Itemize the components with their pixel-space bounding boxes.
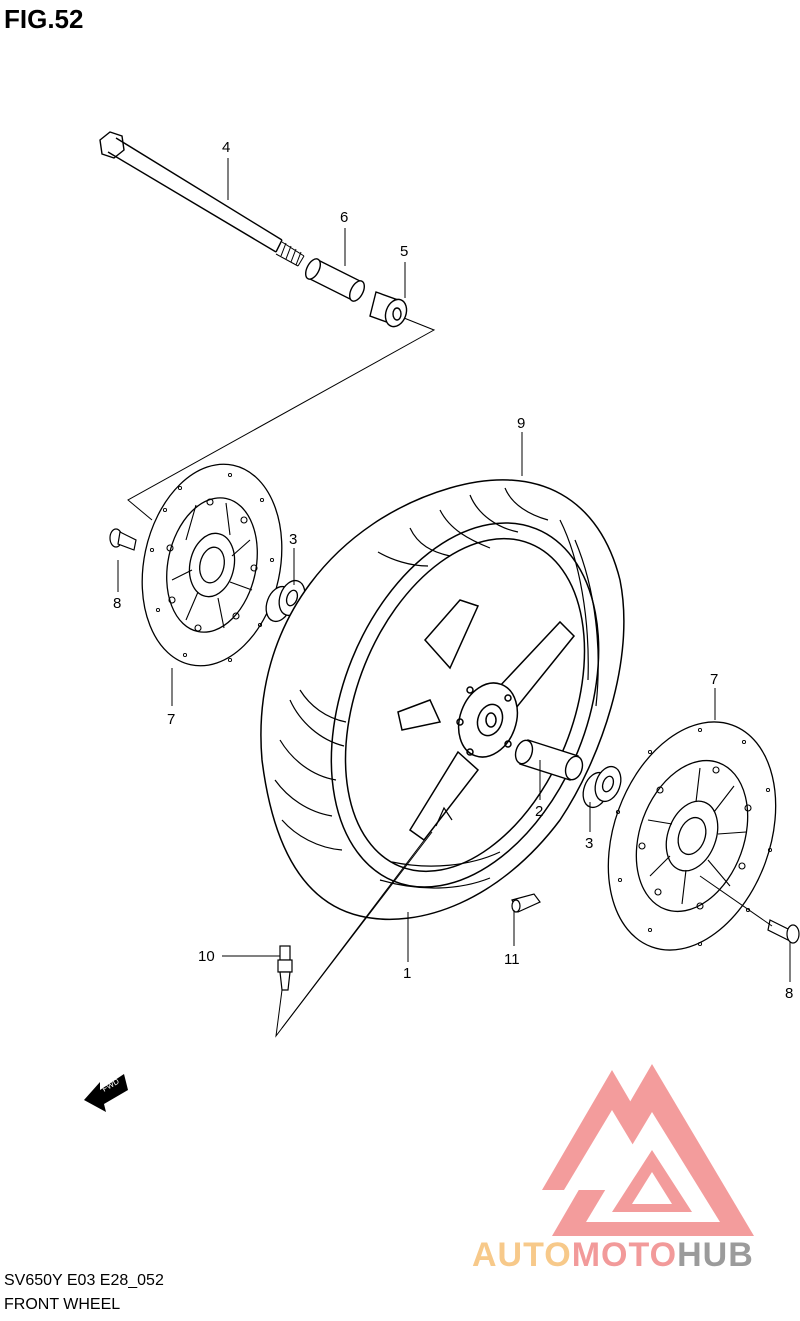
axle-collar <box>369 291 408 328</box>
assembly-title: FRONT WHEEL <box>4 1296 121 1313</box>
automotohub-logo-icon <box>542 1064 754 1236</box>
watermark-wordmark: AUTOMOTOHUB <box>472 1236 754 1275</box>
callout-10: 10 <box>198 948 215 965</box>
brake-disc-right <box>607 721 777 951</box>
callout-11: 11 <box>504 951 520 968</box>
front-wheel-assembly <box>260 479 625 920</box>
callout-3-left: 3 <box>289 531 297 548</box>
hub <box>457 682 519 758</box>
rim-inner <box>344 537 586 873</box>
assembly-guide-line <box>127 317 436 521</box>
callout-6: 6 <box>340 209 348 226</box>
callout-4: 4 <box>222 139 230 156</box>
watermark-auto: AUTO <box>472 1236 572 1274</box>
callout-7-left: 7 <box>167 711 175 728</box>
valve-guide-line-2 <box>281 831 433 1029</box>
forward-arrow-icon: FWD <box>84 1074 128 1112</box>
watermark-hub: HUB <box>677 1236 754 1274</box>
model-code: SV650Y E03 E28_052 <box>4 1272 164 1289</box>
disc-bolt-right <box>767 919 800 944</box>
callout-8-right: 8 <box>785 985 793 1002</box>
axle-thread <box>275 241 305 267</box>
bolt-guide-line <box>699 875 773 927</box>
figure-title: FIG.52 <box>4 4 84 34</box>
wheel-spacer <box>514 739 584 781</box>
wheel-bearing-right <box>582 765 622 809</box>
callout-3-right: 3 <box>585 835 593 852</box>
air-valve <box>277 945 293 991</box>
leader-lines <box>117 158 791 982</box>
callout-7-right: 7 <box>710 671 718 688</box>
brake-disc-left <box>141 463 283 667</box>
watermark-moto: MOTO <box>571 1236 678 1274</box>
callout-5: 5 <box>400 243 408 260</box>
valve-guide-line <box>275 813 445 1038</box>
disc-bolt-left <box>109 528 137 551</box>
callout-9: 9 <box>517 415 525 432</box>
callout-2: 2 <box>535 803 543 820</box>
valve-cap <box>511 893 541 913</box>
callout-8-left: 8 <box>113 595 121 612</box>
axle-spacer <box>304 258 366 302</box>
front-axle <box>99 131 305 267</box>
callout-1: 1 <box>403 965 411 982</box>
